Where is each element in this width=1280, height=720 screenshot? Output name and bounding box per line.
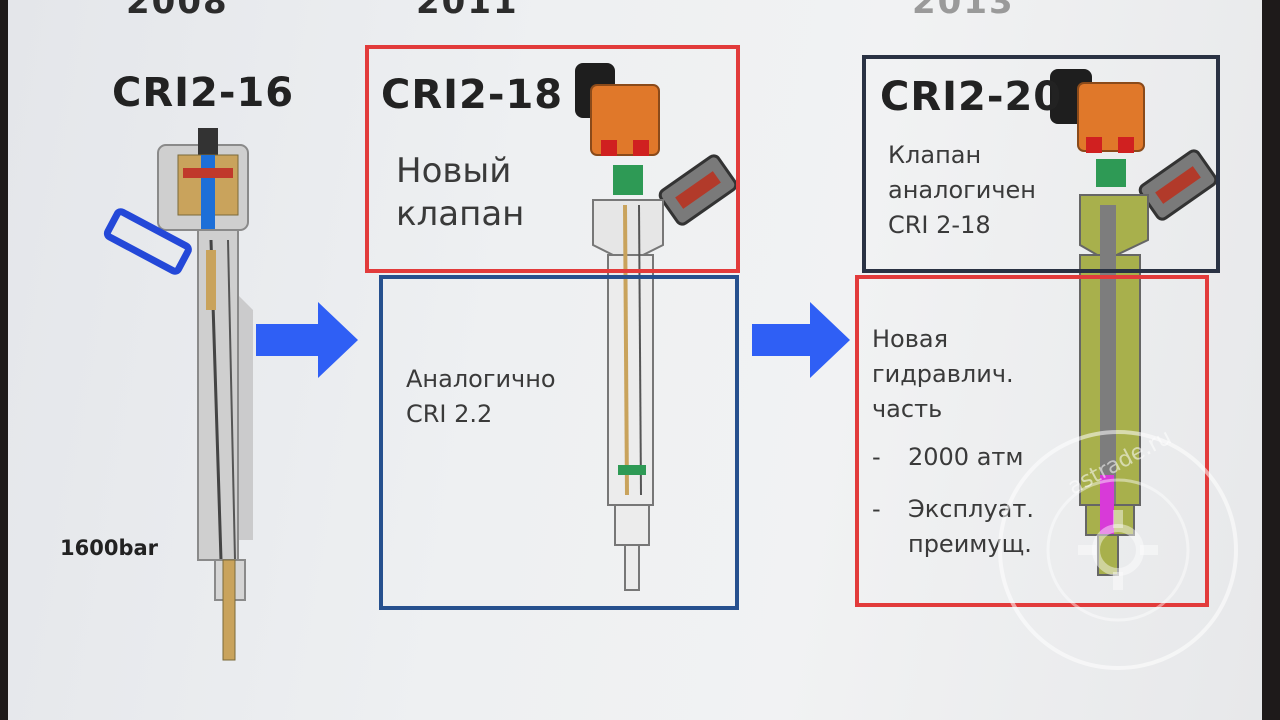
model-title-cri2-16: CRI2-16 <box>112 70 295 116</box>
hydraulic-description-cri2-18: Аналогично CRI 2.2 <box>406 365 556 428</box>
feature-box-valve-cri2-20 <box>862 55 1220 273</box>
slide: 2008 2011 2013 CRI2-16 1600bar <box>8 0 1262 720</box>
year-label-2: 2011 <box>416 0 519 22</box>
valve-description-cri2-20: Клапан аналогичен CRI 2-18 <box>888 141 1036 239</box>
feature-box-valve-cri2-18 <box>365 45 740 273</box>
valve-description-cri2-18: Новый клапан <box>396 151 525 234</box>
pressure-label: 1600bar <box>60 536 159 560</box>
year-label-1: 2008 <box>126 0 229 22</box>
hydraulic-description-cri2-20: Новая гидравлич. часть <box>872 325 1014 423</box>
injector-illustration-cri2-16 <box>103 128 253 661</box>
bullet-marker: - <box>872 495 881 523</box>
bullet-pressure: 2000 атм <box>908 443 1024 471</box>
model-title-cri2-20: CRI2-20 <box>880 74 1063 120</box>
watermark-logo <box>998 430 1238 670</box>
model-title-cri2-18: CRI2-18 <box>381 72 564 118</box>
arrow-right-icon <box>256 302 358 378</box>
arrow-right-icon <box>752 302 850 378</box>
injector-illustration-cri2-20 <box>1050 69 1218 576</box>
injector-illustration-cri2-18 <box>575 63 738 591</box>
feature-box-hydraulic-cri2-18 <box>379 275 739 610</box>
bullet-marker: - <box>872 443 881 471</box>
year-label-3: 2013 <box>912 0 1015 22</box>
feature-box-hydraulic-cri2-20 <box>855 275 1209 607</box>
